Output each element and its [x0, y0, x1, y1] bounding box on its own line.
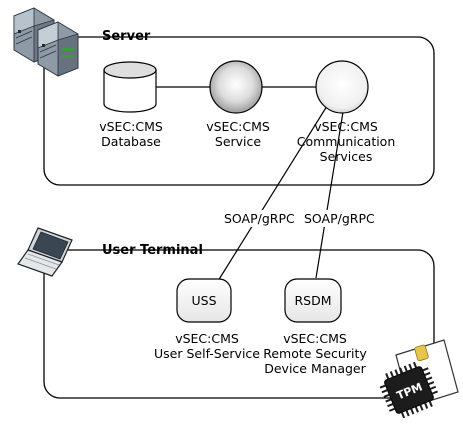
- service-node: [209, 60, 263, 114]
- database-cylinder-icon: [103, 61, 157, 113]
- server-title: Server: [102, 29, 151, 44]
- rsdm-label-line1: vSEC:CMS: [283, 331, 347, 346]
- tpm-chip-icon: TPM: [379, 361, 438, 419]
- server-rack-icon: [13, 7, 79, 77]
- rsdm-label-line3: Device Manager: [264, 361, 366, 376]
- connection-label-left: SOAP/gRPC: [224, 211, 295, 226]
- communication-node: [315, 60, 369, 114]
- rsdm-abbr: RSDM: [294, 293, 331, 308]
- laptop-icon: [17, 227, 73, 277]
- service-label-line2: Service: [215, 134, 262, 149]
- server-group-box: [43, 36, 435, 186]
- comm-label-line2: Communication: [297, 134, 396, 149]
- uss-node: [176, 278, 232, 323]
- label-mask-left: [222, 210, 298, 227]
- label-mask-right: [302, 210, 378, 227]
- rsdm-connection-line: [315, 111, 344, 279]
- connection-label-right: SOAP/gRPC: [304, 211, 375, 226]
- rsdm-label-line2: Remote Security: [263, 346, 367, 361]
- terminal-group-box: [43, 249, 435, 399]
- comm-label-line1: vSEC:CMS: [314, 119, 378, 134]
- database-label-line2: Database: [101, 134, 161, 149]
- uss-abbr: USS: [191, 293, 216, 308]
- rsdm-node: [284, 278, 342, 323]
- comm-label-line3: Services: [320, 149, 373, 164]
- uss-label-line2: User Self-Service: [154, 346, 260, 361]
- database-label-line1: vSEC:CMS: [99, 119, 163, 134]
- uss-connection-line: [217, 105, 328, 282]
- terminal-title: User Terminal: [102, 243, 203, 258]
- service-label-line1: vSEC:CMS: [206, 119, 270, 134]
- uss-label-line1: vSEC:CMS: [175, 331, 239, 346]
